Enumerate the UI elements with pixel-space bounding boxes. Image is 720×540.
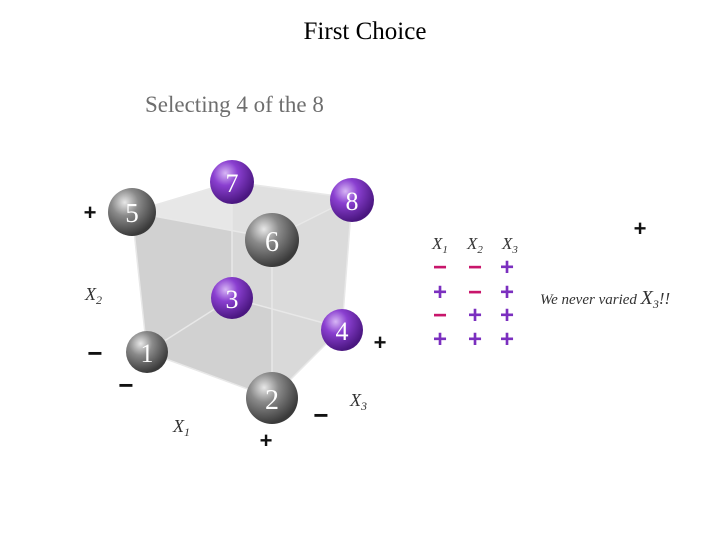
- x2-plus-sign: +: [84, 200, 97, 225]
- svg-text:4: 4: [336, 317, 349, 346]
- table-cell-r4-c3: +: [500, 326, 514, 353]
- table-cell-r3-c1: −: [433, 302, 447, 329]
- vertex-2: 2: [246, 372, 298, 424]
- svg-text:6: 6: [265, 227, 279, 258]
- table-header-x3: X3: [501, 234, 518, 256]
- vertex-4: 4: [321, 309, 363, 351]
- x1-plus-sign: +: [260, 428, 273, 453]
- table-cell-r1-c2: −: [468, 254, 482, 281]
- table-cell-r4-c2: +: [468, 326, 482, 353]
- table-cell-r1-c3: +: [500, 254, 514, 281]
- axis-label-x2: X2: [84, 284, 102, 307]
- x1-minus-sign: −: [118, 370, 133, 400]
- svg-text:5: 5: [125, 198, 139, 228]
- vertex-6: 6: [245, 213, 299, 267]
- vertex-7: 7: [210, 160, 254, 204]
- table-cell-r2-c1: +: [433, 279, 447, 306]
- svg-text:8: 8: [346, 187, 359, 216]
- svg-text:3: 3: [226, 285, 239, 314]
- table-cell-r2-c3: +: [500, 279, 514, 306]
- svg-text:2: 2: [265, 385, 279, 416]
- note-text: We never varied X3!!: [540, 287, 670, 311]
- svg-text:1: 1: [141, 339, 154, 368]
- table-header-x2: X2: [466, 234, 483, 256]
- axis-label-x3: X3: [349, 390, 367, 413]
- table-cell-r3-c3: +: [500, 302, 514, 329]
- vertex-8: 8: [330, 178, 374, 222]
- cube: [131, 181, 353, 399]
- design-table: X1 X2 X3 −−++−+−+++++: [431, 234, 518, 353]
- x3-minus-sign: −: [313, 400, 328, 430]
- table-cell-r1-c1: −: [433, 254, 447, 281]
- x3-plus-sign: +: [374, 330, 387, 355]
- table-header-x1: X1: [431, 234, 448, 256]
- axis-label-x1: X1: [172, 416, 190, 439]
- vertex-5: 5: [108, 188, 156, 236]
- vertex-3: 3: [211, 277, 253, 319]
- x2-minus-sign: −: [87, 338, 102, 368]
- vertex-1: 1: [126, 331, 168, 373]
- cut-plus-sign: +: [634, 216, 647, 241]
- table-cell-r4-c1: +: [433, 326, 447, 353]
- svg-text:7: 7: [226, 169, 239, 198]
- figure-heading: Selecting 4 of the 8: [145, 92, 324, 117]
- table-cell-r3-c2: +: [468, 302, 482, 329]
- slide-title: First Choice: [303, 18, 427, 45]
- table-cell-r2-c2: −: [468, 279, 482, 306]
